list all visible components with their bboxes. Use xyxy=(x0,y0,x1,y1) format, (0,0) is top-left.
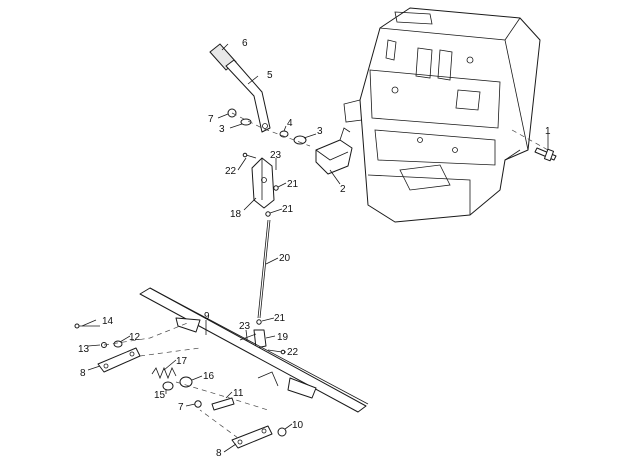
callout-7-upper: 7 xyxy=(208,114,214,125)
callout-20: 20 xyxy=(279,253,291,264)
callout-7-lower: 7 xyxy=(178,402,184,413)
part-22-pin-upper xyxy=(242,152,257,159)
callout-8-upper: 8 xyxy=(80,368,86,379)
part-14-bolt xyxy=(74,323,100,329)
callout-16: 16 xyxy=(203,371,215,382)
part-21-clip-upper xyxy=(273,185,279,191)
callout-21-top: 21 xyxy=(287,179,299,190)
callout-22-lower: 22 xyxy=(287,347,299,358)
part-5-lever xyxy=(225,59,271,133)
callout-6: 6 xyxy=(242,38,248,49)
callout-14: 14 xyxy=(102,316,114,327)
callout-8-lower: 8 xyxy=(216,448,222,459)
leader-lines xyxy=(81,43,549,453)
part-2-bracket xyxy=(315,127,353,175)
part-10-nut xyxy=(277,427,287,437)
chassis-frame xyxy=(343,7,541,223)
callout-23-lower: 23 xyxy=(239,321,251,332)
part-15-washer xyxy=(162,381,174,391)
callout-11: 11 xyxy=(233,388,244,399)
part-8-plate-lower xyxy=(231,425,273,449)
part-11-pin xyxy=(211,397,235,411)
part-19-clevis xyxy=(253,329,267,349)
callout-18: 18 xyxy=(230,209,242,220)
callout-labels: 1 2 3 3 4 5 6 7 7 8 8 9 10 11 12 13 14 1… xyxy=(78,38,551,459)
callout-21-bottom: 21 xyxy=(274,313,286,324)
callout-9: 9 xyxy=(204,311,210,322)
callout-3-left: 3 xyxy=(219,124,225,135)
part-1-bolt xyxy=(511,129,557,162)
part-16-collar xyxy=(179,376,193,388)
callout-17: 17 xyxy=(176,356,188,367)
callout-21-mid: 21 xyxy=(282,204,294,215)
part-9-bar xyxy=(139,287,369,413)
callout-5: 5 xyxy=(267,70,273,81)
callout-12: 12 xyxy=(129,332,141,343)
callout-10: 10 xyxy=(292,420,304,431)
callout-15: 15 xyxy=(154,390,166,401)
part-21-clip-lower xyxy=(256,319,262,325)
part-20-rod xyxy=(257,219,271,319)
part-8-plate-upper xyxy=(97,347,141,373)
callout-1: 1 xyxy=(545,126,551,137)
part-3-washer-right xyxy=(293,135,307,145)
callout-3-right: 3 xyxy=(317,126,323,137)
callout-19: 19 xyxy=(277,332,289,343)
callout-2: 2 xyxy=(340,184,346,195)
callout-22-upper: 22 xyxy=(225,166,237,177)
part-21-clip-mid xyxy=(265,211,271,217)
callout-23-upper: 23 xyxy=(270,150,282,161)
part-3-washer-left xyxy=(240,118,252,126)
part-12-washer xyxy=(113,340,123,348)
part-7-nut-lower xyxy=(194,400,202,408)
part-18-pivot-bracket xyxy=(251,157,275,209)
part-17-spring xyxy=(151,366,177,380)
callout-4: 4 xyxy=(287,118,293,129)
callout-13: 13 xyxy=(78,344,90,355)
